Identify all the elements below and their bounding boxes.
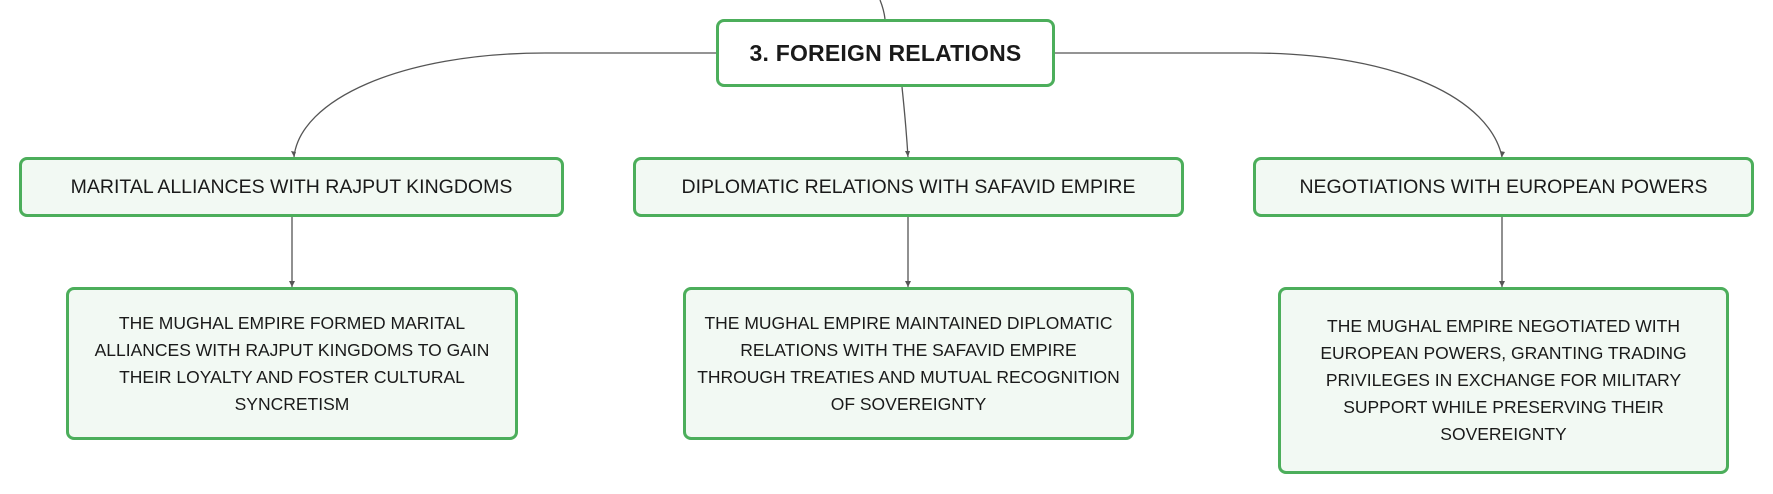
branch-node-rajput-alliances[interactable]: MARITAL ALLIANCES WITH RAJPUT KINGDOMS bbox=[19, 157, 564, 217]
detail-text: THE MUGHAL EMPIRE FORMED MARITAL ALLIANC… bbox=[94, 312, 490, 414]
root-topic-label: 3. FOREIGN RELATIONS bbox=[749, 39, 1022, 66]
root-topic-node[interactable]: 3. FOREIGN RELATIONS bbox=[716, 19, 1055, 87]
detail-text: THE MUGHAL EMPIRE MAINTAINED DIPLOMATIC … bbox=[697, 312, 1120, 414]
detail-node-safavid-relations[interactable]: THE MUGHAL EMPIRE MAINTAINED DIPLOMATIC … bbox=[683, 287, 1134, 440]
detail-node-rajput-alliances[interactable]: THE MUGHAL EMPIRE FORMED MARITAL ALLIANC… bbox=[66, 287, 518, 440]
connector-root-to-branch-3 bbox=[1055, 52, 1503, 158]
detail-node-european-negotiations[interactable]: THE MUGHAL EMPIRE NEGOTIATED WITH EUROPE… bbox=[1278, 287, 1729, 474]
branch-node-european-negotiations[interactable]: NEGOTIATIONS WITH EUROPEAN POWERS bbox=[1253, 157, 1754, 217]
connector-root-to-branch-2 bbox=[901, 86, 909, 158]
connector-root-to-branch-1 bbox=[293, 52, 716, 158]
connector-parent-to-root bbox=[879, 0, 886, 20]
branch-label: MARITAL ALLIANCES WITH RAJPUT KINGDOMS bbox=[70, 175, 513, 198]
branch-node-safavid-relations[interactable]: DIPLOMATIC RELATIONS WITH SAFAVID EMPIRE bbox=[633, 157, 1184, 217]
branch-label: DIPLOMATIC RELATIONS WITH SAFAVID EMPIRE bbox=[681, 175, 1136, 198]
branch-label: NEGOTIATIONS WITH EUROPEAN POWERS bbox=[1299, 175, 1708, 198]
detail-text: THE MUGHAL EMPIRE NEGOTIATED WITH EUROPE… bbox=[1320, 316, 1687, 444]
